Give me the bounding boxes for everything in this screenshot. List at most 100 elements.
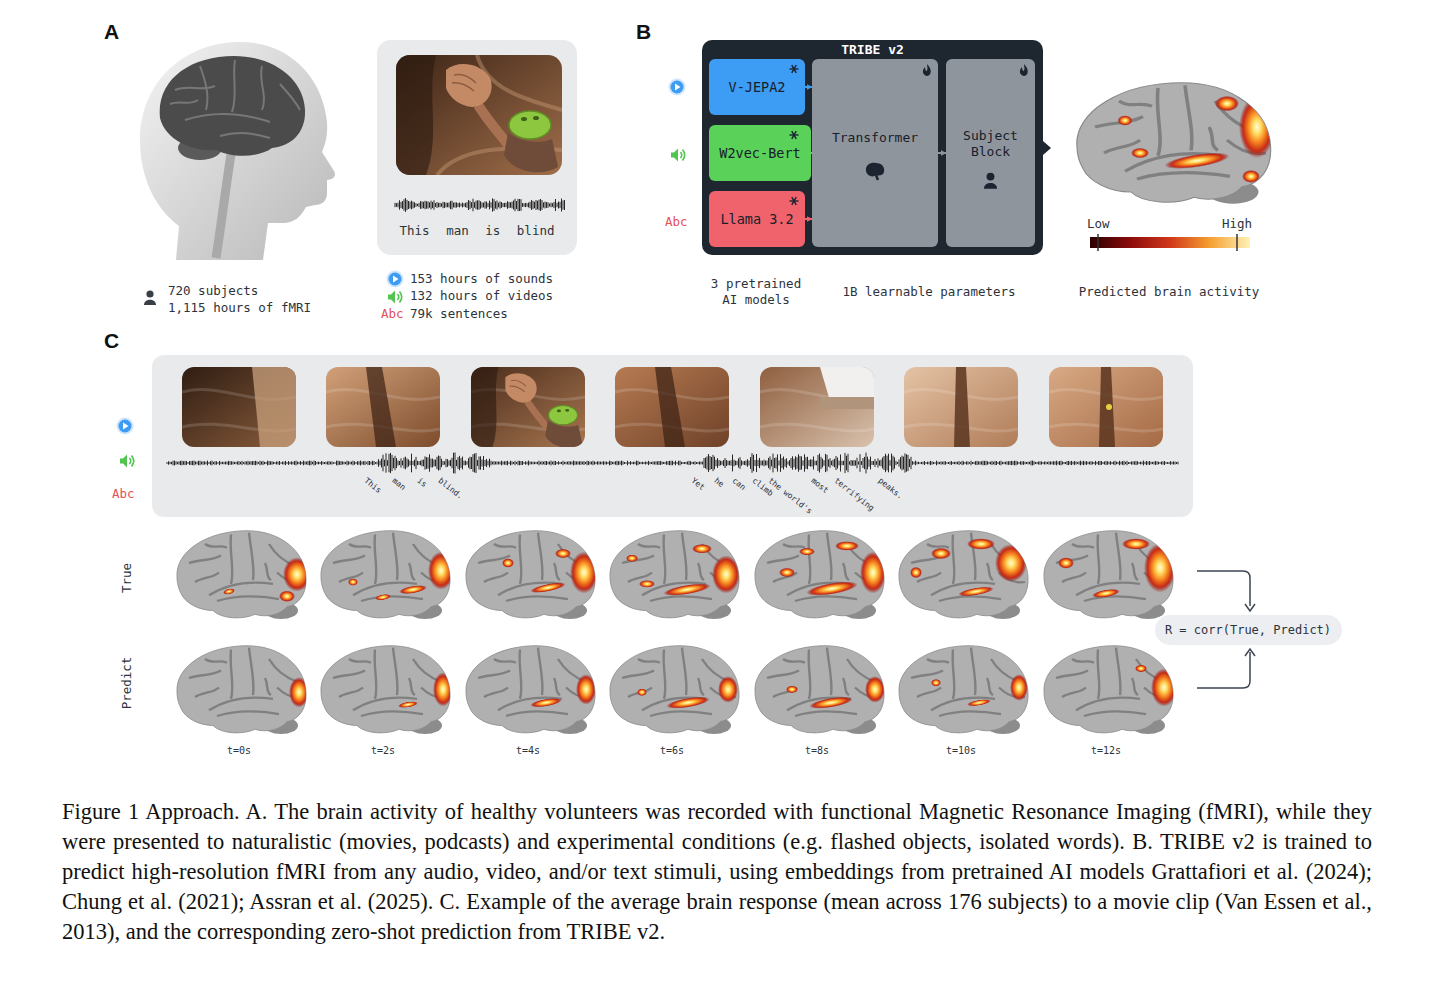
artwork-part: [1056, 533, 1176, 601]
artwork-part: [1116, 533, 1121, 581]
artwork-part: [132, 456, 134, 467]
artwork-part: [682, 533, 687, 581]
dataset-stat: 720 subjects: [168, 283, 258, 299]
box-label: Transformer: [832, 130, 918, 146]
artwork-part: [622, 533, 740, 601]
narration-word: most: [809, 476, 830, 495]
artwork-part: [1151, 669, 1177, 707]
artwork-part: [967, 538, 995, 549]
artwork-part: [1185, 85, 1192, 150]
artwork-part: [279, 591, 295, 602]
transformer-box: Transformer: [812, 59, 938, 247]
artwork-part: [478, 533, 598, 601]
artwork-part: [939, 596, 1001, 601]
artwork-part: [860, 552, 886, 594]
brain-surface: [1077, 83, 1275, 204]
artwork-part: [755, 646, 884, 733]
artwork-part: [231, 535, 233, 584]
artwork-part: [795, 596, 857, 601]
artwork-part: [1116, 648, 1121, 696]
artwork-part: [555, 549, 571, 559]
dataset-stat: 153 hours of sounds: [410, 271, 553, 287]
artwork-part: [1056, 648, 1177, 716]
artwork-part: [931, 697, 995, 710]
artwork-part: [466, 646, 595, 733]
artwork-part: [527, 401, 548, 428]
artwork-part: [1043, 141, 1051, 155]
artwork-part: [1236, 234, 1238, 251]
artwork-part: [209, 697, 273, 710]
artwork-part: [1106, 404, 1112, 410]
trainable-marker: [812, 59, 938, 247]
artwork-part: [217, 596, 279, 601]
climber: [396, 55, 558, 175]
artwork-part: [664, 650, 666, 699]
artwork-part: [827, 533, 832, 581]
time-label: t=12s: [1091, 743, 1121, 759]
box-label: This man is blind: [400, 223, 555, 239]
encoder-box: W2vec-Bert: [709, 125, 811, 181]
artwork-part: [209, 582, 273, 595]
artwork-part: [433, 672, 453, 706]
trainable-icon: [1020, 64, 1028, 76]
panel-letter: C: [104, 333, 119, 349]
brain-surface: [1044, 646, 1177, 734]
artwork-part: [557, 410, 561, 413]
artwork-part: [1062, 573, 1086, 583]
time-label: t=2s: [371, 743, 395, 759]
encoder-box: V-JEPA2: [709, 59, 805, 115]
artwork-part: [698, 563, 704, 580]
artwork-part: [130, 458, 131, 464]
artwork-part: [446, 64, 492, 107]
artwork-part: [269, 659, 297, 682]
artwork-part: [506, 596, 568, 601]
artwork-part: [671, 81, 684, 94]
artwork-part: [650, 596, 712, 601]
video-still: [377, 40, 577, 255]
time-label: t=8s: [805, 743, 829, 759]
modality-tag: Abc: [665, 214, 688, 230]
artwork-part: [954, 367, 970, 447]
artwork-part: [792, 65, 797, 73]
artwork-part: [375, 593, 392, 601]
artwork-part: [177, 646, 306, 733]
artwork-part: [231, 650, 233, 699]
narration-word: the world's: [766, 476, 813, 516]
artwork-part: [217, 711, 279, 716]
artwork-part: [958, 585, 995, 598]
artwork-part: [911, 648, 1028, 716]
artwork-part: [375, 535, 377, 584]
artwork-part: [808, 694, 853, 711]
artwork-part: [220, 133, 270, 138]
artwork-part: [333, 555, 365, 563]
brain-surface: [899, 531, 1028, 619]
artwork-part: [1095, 85, 1275, 182]
video-frame: [1049, 367, 1163, 447]
box-label: Llama 3.2: [720, 211, 793, 227]
artwork-part: [820, 397, 874, 409]
artwork-part: [718, 676, 738, 703]
artwork-part: [1132, 678, 1138, 695]
artwork-part: [664, 535, 666, 584]
artwork-part: [899, 646, 1028, 733]
artwork-part: [1132, 563, 1138, 580]
artwork-part: [1157, 88, 1160, 156]
artwork-part: [361, 711, 423, 716]
artwork-part: [1209, 127, 1218, 150]
artwork-part: [321, 646, 450, 733]
artwork-part: [398, 700, 419, 709]
artwork-part: [494, 544, 516, 548]
artwork-part: [400, 292, 402, 303]
audio-icon: [388, 291, 402, 304]
narration-word: is: [415, 476, 428, 489]
artwork-part: [931, 679, 941, 687]
row-label: True: [119, 563, 135, 593]
artwork-part: [698, 678, 704, 695]
video-frame: [615, 367, 729, 447]
brain-surface: [755, 531, 886, 619]
row-label: Predict: [119, 657, 135, 710]
climber: [471, 367, 582, 447]
artwork-part: [409, 563, 415, 580]
artwork-part: [1058, 557, 1074, 568]
artwork-part: [987, 678, 993, 695]
